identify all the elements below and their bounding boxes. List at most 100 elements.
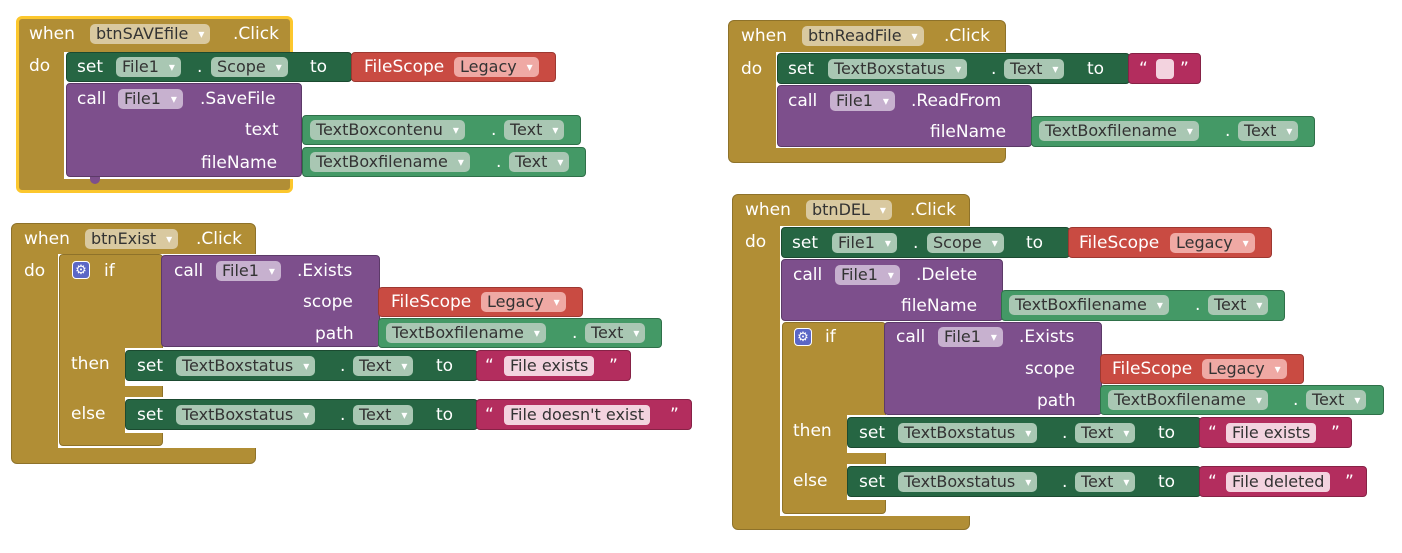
close-quote: ” xyxy=(609,356,618,376)
param-filename-label: fileName xyxy=(901,296,978,316)
dot-separator: . xyxy=(1062,423,1068,443)
property-dropdown-text[interactable]: Text xyxy=(353,356,414,376)
call-exists-block[interactable] xyxy=(884,322,1102,415)
component-dropdown-file1[interactable]: File1 xyxy=(832,233,897,253)
component-dropdown-btnsavefile[interactable]: btnSAVEfile xyxy=(90,24,211,44)
call-readfrom-block[interactable] xyxy=(777,85,1032,147)
method-savefile: .SaveFile xyxy=(200,89,276,109)
component-dropdown-textboxfilename[interactable]: TextBoxfilename xyxy=(386,323,546,343)
param-filename-label: fileName xyxy=(201,153,278,173)
dot-separator: . xyxy=(197,57,203,77)
set-label: set xyxy=(859,472,885,492)
property-dropdown-text[interactable]: Text xyxy=(1238,121,1299,141)
component-dropdown-btndel[interactable]: btnDEL xyxy=(806,200,892,220)
event-name-click: .Click xyxy=(910,200,956,220)
dot-separator: . xyxy=(572,323,578,343)
component-dropdown-file1[interactable]: File1 xyxy=(830,91,895,111)
property-dropdown-text[interactable]: Text xyxy=(1306,390,1367,410)
to-label: to xyxy=(436,356,454,376)
when-label: when xyxy=(24,229,70,249)
to-label: to xyxy=(1158,423,1176,443)
string-value[interactable]: File deleted xyxy=(1226,472,1331,492)
property-dropdown-text[interactable]: Text xyxy=(353,405,414,425)
property-dropdown-text[interactable]: Text xyxy=(1075,423,1136,443)
do-label: do xyxy=(741,59,763,79)
property-dropdown-text[interactable]: Text xyxy=(1075,472,1136,492)
to-label: to xyxy=(436,405,454,425)
do-label: do xyxy=(24,261,46,281)
component-dropdown-textboxfilename[interactable]: TextBoxfilename xyxy=(1009,295,1169,315)
component-dropdown-file1[interactable]: File1 xyxy=(835,265,900,285)
set-label: set xyxy=(137,405,163,425)
property-dropdown-text[interactable]: Text xyxy=(1004,59,1065,79)
mutator-gear-icon[interactable]: ⚙ xyxy=(72,261,90,279)
block-connector xyxy=(90,177,100,184)
do-label: do xyxy=(745,232,767,252)
event-name-click: .Click xyxy=(944,26,990,46)
component-dropdown-btnexist[interactable]: btnExist xyxy=(85,229,179,249)
when-label: when xyxy=(741,26,787,46)
property-dropdown-text[interactable]: Text xyxy=(504,120,565,140)
component-dropdown-file1[interactable]: File1 xyxy=(116,57,181,77)
set-scope-block[interactable] xyxy=(66,52,352,82)
component-dropdown-textboxstatus[interactable]: TextBoxstatus xyxy=(898,423,1038,443)
filescope-label: FileScope xyxy=(364,57,445,77)
open-quote: “ xyxy=(1208,423,1217,443)
component-dropdown-file1[interactable]: File1 xyxy=(216,261,281,281)
scope-value-dropdown[interactable]: Legacy xyxy=(481,292,566,312)
property-dropdown-text[interactable]: Text xyxy=(1208,295,1269,315)
component-dropdown-textboxfilename[interactable]: TextBoxfilename xyxy=(1108,390,1268,410)
close-quote: ” xyxy=(1331,423,1340,443)
component-dropdown-file1[interactable]: File1 xyxy=(938,327,1003,347)
call-label: call xyxy=(788,91,818,111)
set-scope-block[interactable] xyxy=(781,227,1070,258)
component-dropdown-btnreadfile[interactable]: btnReadFile xyxy=(802,26,924,46)
param-path-label: path xyxy=(1037,391,1076,411)
event-name-click: .Click xyxy=(233,24,279,44)
call-savefile-block[interactable] xyxy=(66,83,302,177)
param-scope-label: scope xyxy=(1025,359,1075,379)
set-label: set xyxy=(788,59,814,79)
if-label: if xyxy=(104,261,115,281)
close-quote: ” xyxy=(1345,472,1354,492)
filescope-label: FileScope xyxy=(1112,359,1193,379)
string-value[interactable]: File exists xyxy=(504,356,595,376)
string-value[interactable]: File doesn't exist xyxy=(504,405,650,425)
property-dropdown-text[interactable]: Text xyxy=(509,152,570,172)
component-dropdown-textboxfilename[interactable]: TextBoxfilename xyxy=(1039,121,1199,141)
string-value[interactable]: File exists xyxy=(1226,423,1317,443)
scope-value-dropdown[interactable]: Legacy xyxy=(1170,233,1255,253)
then-label: then xyxy=(793,421,832,441)
call-label: call xyxy=(77,89,107,109)
param-filename-label: fileName xyxy=(930,122,1007,142)
call-label: call xyxy=(896,327,926,347)
property-dropdown-text[interactable]: Text xyxy=(585,323,646,343)
dot-separator: . xyxy=(491,120,497,140)
component-dropdown-textboxstatus[interactable]: TextBoxstatus xyxy=(176,405,316,425)
do-label: do xyxy=(29,56,51,76)
else-label: else xyxy=(793,471,828,491)
property-dropdown-scope[interactable]: Scope xyxy=(927,233,1004,253)
dot-separator: . xyxy=(991,59,997,79)
component-dropdown-textboxstatus[interactable]: TextBoxstatus xyxy=(898,472,1038,492)
call-label: call xyxy=(793,265,823,285)
else-label: else xyxy=(71,404,106,424)
string-value-empty[interactable] xyxy=(1156,59,1174,79)
scope-value-dropdown[interactable]: Legacy xyxy=(1202,359,1287,379)
component-dropdown-textboxstatus[interactable]: TextBoxstatus xyxy=(176,356,316,376)
dot-separator: . xyxy=(340,405,346,425)
param-path-label: path xyxy=(315,324,354,344)
component-dropdown-textboxcontenu[interactable]: TextBoxcontenu xyxy=(310,120,465,140)
close-quote: ” xyxy=(1180,59,1189,79)
property-dropdown-scope[interactable]: Scope xyxy=(211,57,288,77)
event-name-click: .Click xyxy=(196,229,242,249)
scope-value-dropdown[interactable]: Legacy xyxy=(454,57,539,77)
open-quote: “ xyxy=(485,356,494,376)
mutator-gear-icon[interactable]: ⚙ xyxy=(794,328,812,346)
component-dropdown-file1[interactable]: File1 xyxy=(118,89,183,109)
component-dropdown-textboxstatus[interactable]: TextBoxstatus xyxy=(828,59,968,79)
dot-separator: . xyxy=(496,152,502,172)
method-readfrom: .ReadFrom xyxy=(911,91,1002,111)
dot-separator: . xyxy=(913,233,919,253)
component-dropdown-textboxfilename[interactable]: TextBoxfilename xyxy=(310,152,470,172)
